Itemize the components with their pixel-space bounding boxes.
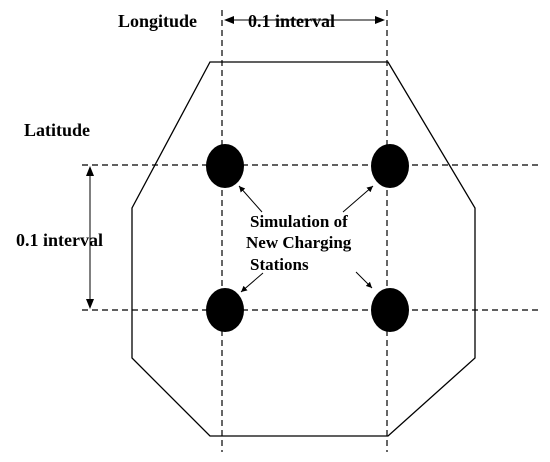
top-interval-label: 0.1 interval [248, 11, 335, 31]
longitude-label: Longitude [118, 11, 197, 31]
station-bottom-right [371, 288, 409, 332]
station-bottom-left [206, 288, 244, 332]
pointer-arrow-top-right [342, 185, 374, 213]
left-interval-arrowhead-top [86, 166, 94, 176]
pointer-arrow-bottom-right [355, 271, 373, 289]
left-interval-arrowhead-bottom [86, 299, 94, 309]
station-top-right [371, 144, 409, 188]
stations-label-line1: Simulation of [250, 212, 348, 231]
stations-label-line2: New Charging [246, 233, 352, 252]
hexagon-region [131, 61, 476, 437]
pointer-arrow-bottom-left [240, 272, 264, 293]
stations-label-line3: Stations [250, 255, 309, 274]
top-interval-arrowhead-right [375, 16, 385, 24]
latitude-label: Latitude [24, 120, 90, 140]
pointer-arrow-top-left [238, 185, 263, 213]
left-interval-label: 0.1 interval [16, 230, 103, 250]
top-interval-arrowhead-left [224, 16, 234, 24]
station-top-left [206, 144, 244, 188]
